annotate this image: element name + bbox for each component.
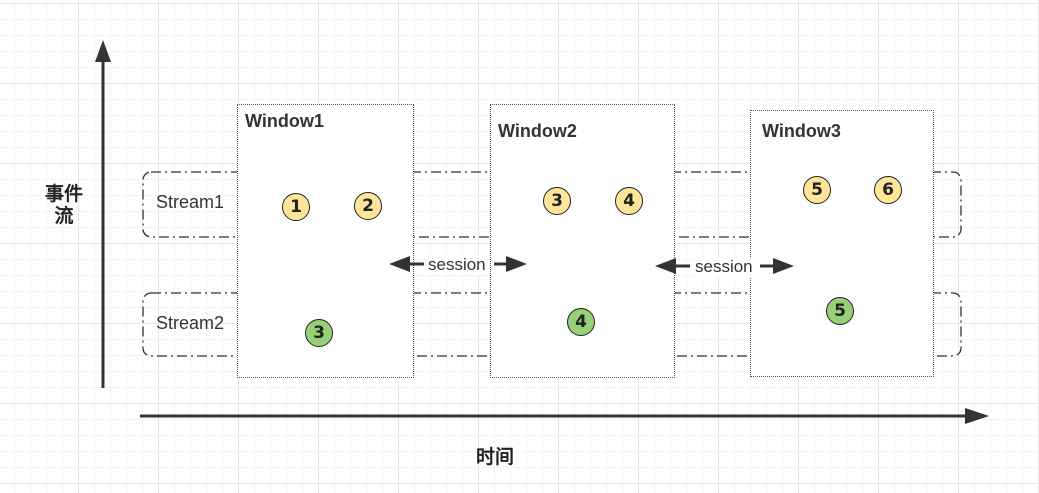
session-1-right-arrowhead [506, 256, 527, 272]
session-1-left-arrowhead [389, 256, 410, 272]
stream1-label: Stream1 [156, 192, 225, 212]
x-axis-label: 时间 [475, 447, 514, 468]
event-w1-s1-b: 2 [354, 192, 382, 220]
event-w3-s1-b: 6 [874, 176, 902, 204]
event-w2-s2-a: 4 [567, 308, 595, 336]
event-w1-s2-a: 3 [305, 319, 333, 347]
window-1-title: Window1 [245, 111, 324, 131]
event-w3-s1-a: 5 [803, 176, 831, 204]
window-3-title: Window3 [762, 121, 841, 141]
y-axis-label: 事件流 [44, 184, 83, 227]
window-3: Window3 [750, 110, 934, 377]
event-w2-s1-b: 4 [615, 187, 643, 215]
event-w1-s1-a: 1 [282, 193, 310, 221]
x-axis-arrowhead [965, 408, 989, 424]
event-w2-s1-a: 3 [543, 187, 571, 215]
event-w3-s2-a: 5 [826, 297, 854, 325]
session-2-left-arrowhead [655, 258, 676, 274]
session-2-label: session [694, 257, 754, 277]
y-axis-arrowhead [95, 40, 111, 62]
session-2-right-arrowhead [773, 258, 794, 274]
session-1-label: session [427, 255, 487, 275]
window-2-title: Window2 [498, 121, 577, 141]
stream2-label: Stream2 [156, 313, 225, 333]
